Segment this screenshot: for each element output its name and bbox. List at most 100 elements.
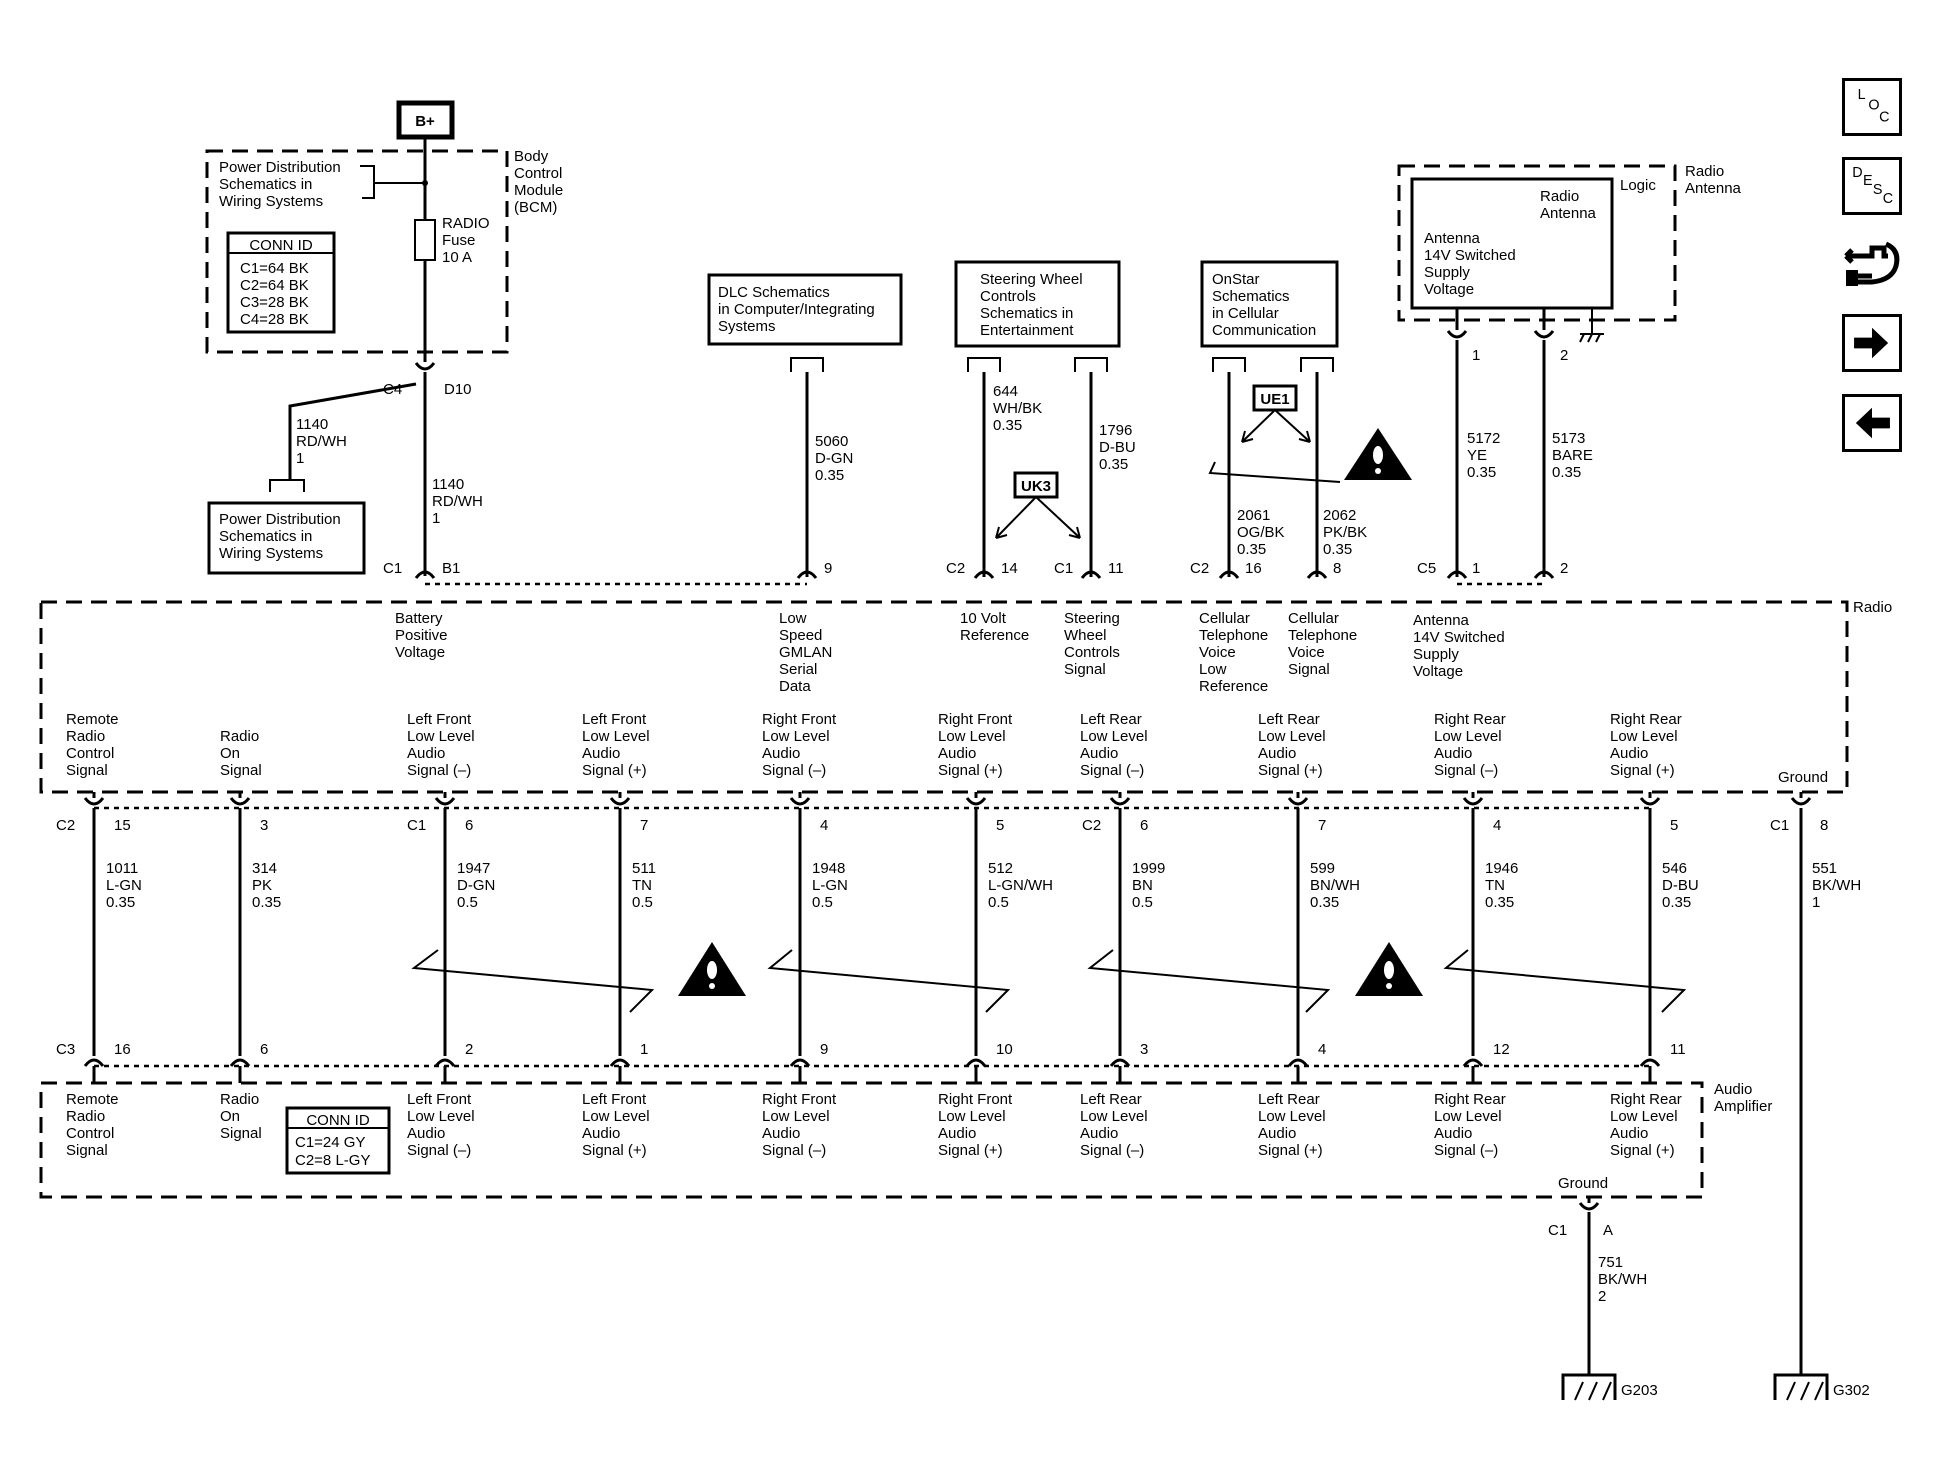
- radio-top-pin: C1 11 Steering Wheel Controls Signal: [1054, 560, 1124, 678]
- wire-1140-branch-label: 1140 RD/WH 1: [296, 416, 347, 467]
- connector-view-button[interactable]: [1842, 236, 1902, 294]
- svg-text:2: 2: [465, 1041, 473, 1058]
- twisted-pair-symbol: [1208, 461, 1341, 483]
- onstar-reference-box[interactable]: OnStar Schematics in Cellular Communicat…: [1200, 260, 1339, 348]
- power-distribution-reference-box[interactable]: Power Distribution Schematics in Wiring …: [207, 501, 366, 575]
- svg-text:Audio: Audio: [1258, 1125, 1296, 1142]
- radio-bottom-pin: 3: [229, 792, 268, 834]
- svg-text:2061: 2061: [1237, 507, 1270, 524]
- svg-text:Voltage: Voltage: [1424, 281, 1474, 298]
- amplifier-pin: 6: [229, 1041, 268, 1083]
- svg-text:Low Level: Low Level: [1434, 1108, 1502, 1125]
- location-view-button[interactable]: L O C: [1842, 78, 1902, 136]
- svg-text:Audio: Audio: [762, 745, 800, 762]
- svg-text:Telephone: Telephone: [1288, 627, 1357, 644]
- svg-text:0.5: 0.5: [1132, 894, 1153, 911]
- svg-text:11: 11: [1108, 560, 1124, 577]
- svg-text:Power Distribution: Power Distribution: [219, 511, 341, 528]
- svg-text:Right Rear: Right Rear: [1610, 1091, 1682, 1108]
- svg-text:Schematics in: Schematics in: [219, 528, 312, 545]
- svg-text:2: 2: [1560, 560, 1568, 577]
- dlc-reference-box[interactable]: DLC Schematics in Computer/Integrating S…: [707, 273, 903, 346]
- svg-text:10 A: 10 A: [442, 249, 472, 266]
- svg-text:Left Rear: Left Rear: [1080, 711, 1142, 728]
- svg-text:C2: C2: [1082, 817, 1101, 834]
- radio-bottom-pin: 6C2: [1082, 792, 1148, 834]
- svg-text:0.5: 0.5: [632, 894, 653, 911]
- steering-wheel-reference-box[interactable]: Steering Wheel Controls Schematics in En…: [954, 260, 1121, 348]
- svg-text:Cellular: Cellular: [1199, 610, 1250, 627]
- svg-text:Reference: Reference: [1199, 678, 1268, 695]
- svg-text:BARE: BARE: [1552, 447, 1593, 464]
- svg-text:Amplifier: Amplifier: [1714, 1098, 1772, 1115]
- svg-text:Right Front: Right Front: [938, 711, 1013, 728]
- svg-text:Low Level: Low Level: [1258, 1108, 1326, 1125]
- svg-text:Low Level: Low Level: [582, 728, 650, 745]
- wire-1796-label: 1796 D-BU 0.35: [1099, 422, 1136, 473]
- svg-text:Audio: Audio: [938, 1125, 976, 1142]
- svg-text:Audio: Audio: [1434, 1125, 1472, 1142]
- svg-text:C1: C1: [1054, 560, 1073, 577]
- svg-text:14V Switched: 14V Switched: [1413, 629, 1505, 646]
- svg-text:Signal: Signal: [1064, 661, 1106, 678]
- svg-text:6: 6: [465, 817, 473, 834]
- svg-text:Right Rear: Right Rear: [1434, 1091, 1506, 1108]
- svg-text:Systems: Systems: [718, 318, 776, 335]
- ground-g203-icon: G203: [1561, 1373, 1658, 1401]
- svg-text:1796: 1796: [1099, 422, 1132, 439]
- svg-text:Data: Data: [779, 678, 811, 695]
- bcm-title: Body Control Module (BCM): [514, 148, 563, 216]
- previous-page-button[interactable]: [1842, 394, 1902, 452]
- svg-text:C: C: [1879, 109, 1889, 125]
- svg-text:5173: 5173: [1552, 430, 1585, 447]
- svg-text:Ground: Ground: [1558, 1175, 1608, 1192]
- svg-text:Audio: Audio: [1610, 1125, 1648, 1142]
- next-page-button[interactable]: [1842, 314, 1902, 372]
- svg-text:G203: G203: [1621, 1382, 1658, 1399]
- svg-text:Telephone: Telephone: [1199, 627, 1268, 644]
- svg-text:BK/WH: BK/WH: [1812, 877, 1861, 894]
- radio-top-pin: 9 Low Speed GMLAN Serial Data: [779, 560, 832, 695]
- desc-icon: D E S C: [1852, 165, 1893, 207]
- svg-text:Radio: Radio: [1540, 188, 1579, 205]
- svg-text:Audio: Audio: [1080, 1125, 1118, 1142]
- svg-text:0.5: 0.5: [988, 894, 1009, 911]
- svg-text:Signal (+): Signal (+): [1258, 1142, 1323, 1159]
- svg-text:Low Level: Low Level: [938, 728, 1006, 745]
- svg-text:Audio: Audio: [582, 745, 620, 762]
- twisted-pair-symbols: [411, 949, 1687, 1013]
- bcm-power-reference[interactable]: Power Distribution Schematics in Wiring …: [219, 159, 428, 210]
- svg-text:Low Level: Low Level: [1434, 728, 1502, 745]
- svg-text:2062: 2062: [1323, 507, 1356, 524]
- svg-text:Reference: Reference: [960, 627, 1029, 644]
- svg-text:RD/WH: RD/WH: [296, 433, 347, 450]
- description-view-button[interactable]: D E S C: [1842, 157, 1902, 215]
- radio-module-outline: [39, 600, 1849, 794]
- svg-text:D-BU: D-BU: [1099, 439, 1136, 456]
- svg-text:0.35: 0.35: [1552, 464, 1581, 481]
- radio-bottom-pin: 6C1: [407, 792, 473, 834]
- svg-text:C1: C1: [1548, 1222, 1567, 1239]
- amplifier-pin: 1: [609, 1041, 648, 1083]
- svg-text:Signal (+): Signal (+): [938, 1142, 1003, 1159]
- svg-text:1011: 1011: [106, 860, 138, 877]
- connector-view-icon: [1844, 241, 1900, 286]
- audio-wires: 1011L-GN0.35314PK0.351947D-GN0.5511TN0.5…: [92, 808, 1699, 1056]
- svg-text:Signal (+): Signal (+): [582, 1142, 647, 1159]
- svg-text:751: 751: [1598, 1254, 1623, 1271]
- radio-top-pin: C5 1 Antenna 14V Switched Supply Voltage: [1413, 560, 1505, 680]
- svg-text:Steering: Steering: [1064, 610, 1120, 627]
- svg-text:Power Distribution: Power Distribution: [219, 159, 341, 176]
